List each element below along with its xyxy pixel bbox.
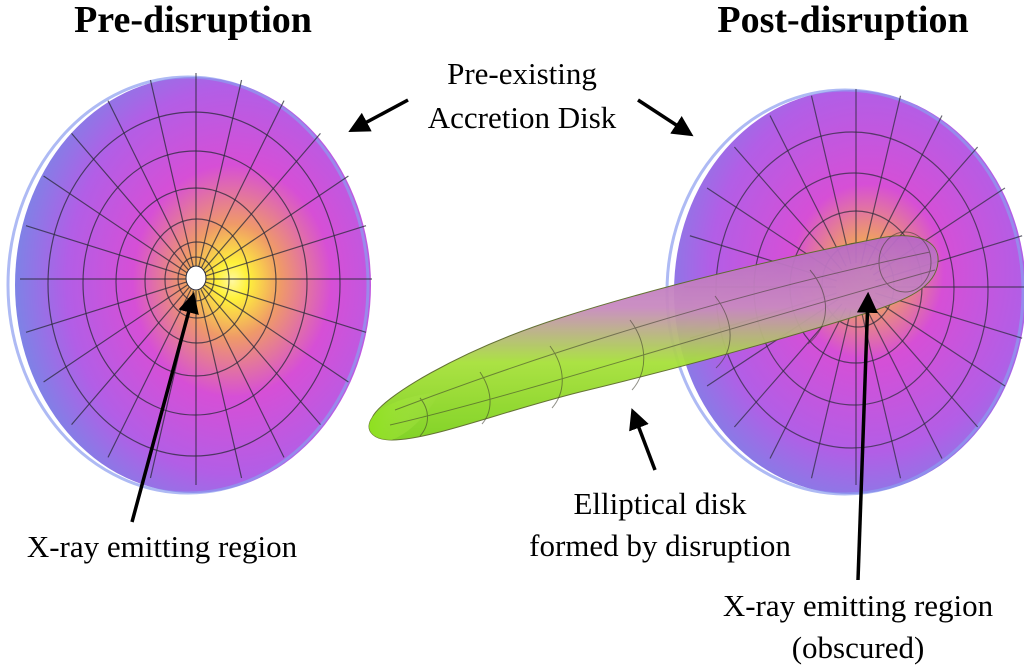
disk-spoke xyxy=(810,310,852,479)
disk-spoke xyxy=(205,281,367,333)
disk-spoke xyxy=(810,95,852,264)
disk-spoke xyxy=(43,175,188,274)
left-disk-spokes xyxy=(20,73,372,485)
disk-spoke xyxy=(869,303,979,428)
elliptical-disk-tip-glow xyxy=(369,392,440,440)
disk-spoke xyxy=(25,281,187,333)
disk-spoke xyxy=(769,115,847,267)
left-disk-grid xyxy=(47,111,341,457)
title-post-disruption: Post-disruption xyxy=(717,0,968,41)
disk-spoke xyxy=(198,290,243,479)
disk-spoke xyxy=(205,225,367,277)
label-elliptical-line1: Elliptical disk xyxy=(573,486,747,521)
disk-spoke xyxy=(149,79,194,268)
disk-spoke xyxy=(198,79,243,268)
pre-disruption-disk xyxy=(6,73,372,495)
arrow-to-right-disk xyxy=(637,98,694,137)
title-pre-disruption: Pre-disruption xyxy=(74,0,312,41)
annotation-arrows xyxy=(130,98,878,581)
label-xray-right-line1: X-ray emitting region xyxy=(723,588,994,623)
disk-spoke xyxy=(872,298,1006,387)
left-disk-hole xyxy=(185,265,207,291)
elliptical-disk xyxy=(368,231,939,441)
elliptical-disk-body xyxy=(368,235,939,441)
arrow-to-left-disk xyxy=(348,98,409,132)
label-preexisting-line1: Pre-existing xyxy=(447,56,597,91)
label-xray-right-line2: (obscured) xyxy=(792,630,925,665)
arrow-to-right-xray xyxy=(856,291,878,581)
label-xray-left: X-ray emitting region xyxy=(27,529,298,564)
disk-spoke xyxy=(71,132,190,271)
disk-spoke xyxy=(202,132,321,271)
label-preexisting-line2: Accretion Disk xyxy=(428,100,617,135)
disk-spoke xyxy=(769,307,847,459)
disk-spoke xyxy=(71,287,190,426)
disk-spoke xyxy=(200,100,285,269)
disk-spoke xyxy=(202,287,321,426)
arrow-to-left-xray xyxy=(130,291,199,523)
arrow-to-elliptical-disk xyxy=(629,408,657,471)
disk-spoke xyxy=(204,175,349,274)
elliptical-disk-grid xyxy=(389,231,936,437)
disk-spoke xyxy=(107,289,192,458)
label-elliptical-line2: formed by disruption xyxy=(529,528,791,563)
disk-spoke xyxy=(860,95,902,264)
disk-spoke xyxy=(43,284,188,383)
disk-spoke xyxy=(200,289,285,458)
disk-spoke xyxy=(107,100,192,269)
disk-spoke xyxy=(865,307,943,459)
disk-spoke xyxy=(204,284,349,383)
left-disk-rim xyxy=(6,75,370,495)
disk-spoke xyxy=(25,225,187,277)
